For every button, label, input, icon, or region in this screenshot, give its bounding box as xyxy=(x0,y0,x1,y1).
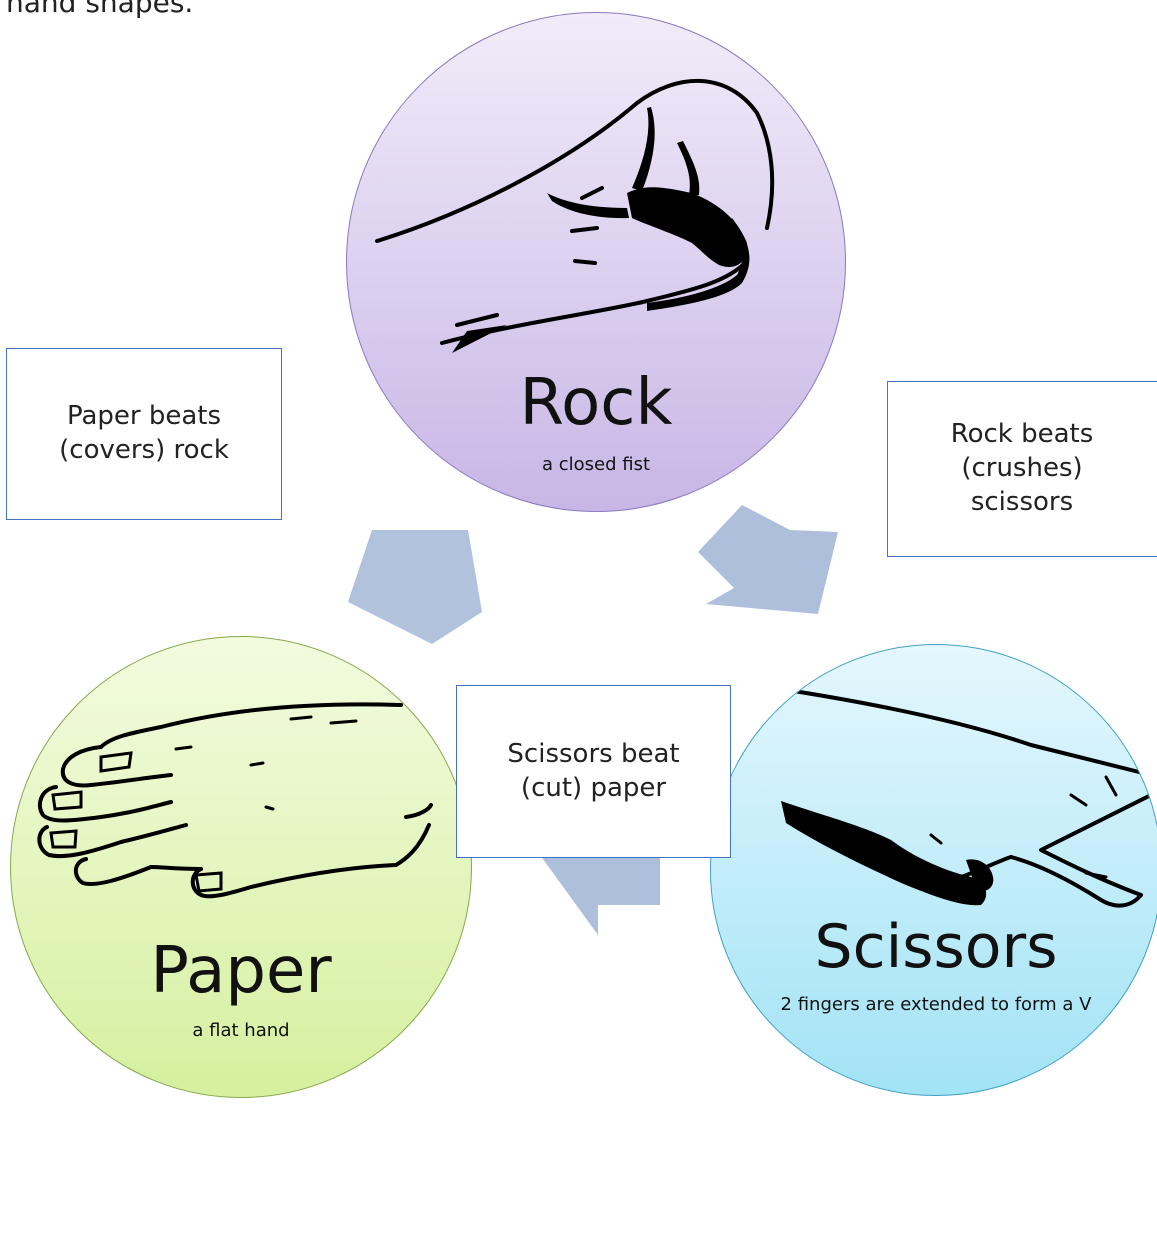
scissors-subtitle: 2 fingers are extended to form a V xyxy=(711,993,1157,1016)
arrow-paper-to-rock xyxy=(348,530,482,644)
rock-subtitle: a closed fist xyxy=(347,453,845,476)
rule-box-rock-beats-scissors: Rock beats (crushes) scissors xyxy=(887,381,1157,557)
rock-circle: Rock a closed fist xyxy=(346,12,846,512)
rule-box-paper-beats-rock: Paper beats (covers) rock xyxy=(6,348,282,520)
scissors-circle: Scissors 2 fingers are extended to form … xyxy=(710,644,1157,1096)
v-sign-hand-icon xyxy=(711,645,1157,1096)
rule-box-scissors-beat-paper: Scissors beat (cut) paper xyxy=(456,685,731,858)
paper-circle: Paper a flat hand xyxy=(10,636,472,1098)
paper-title: Paper xyxy=(11,939,471,1003)
scissors-title: Scissors xyxy=(711,917,1157,977)
paper-subtitle: a flat hand xyxy=(11,1019,471,1042)
rock-title: Rock xyxy=(347,371,845,435)
arrow-rock-to-scissors xyxy=(698,505,838,614)
